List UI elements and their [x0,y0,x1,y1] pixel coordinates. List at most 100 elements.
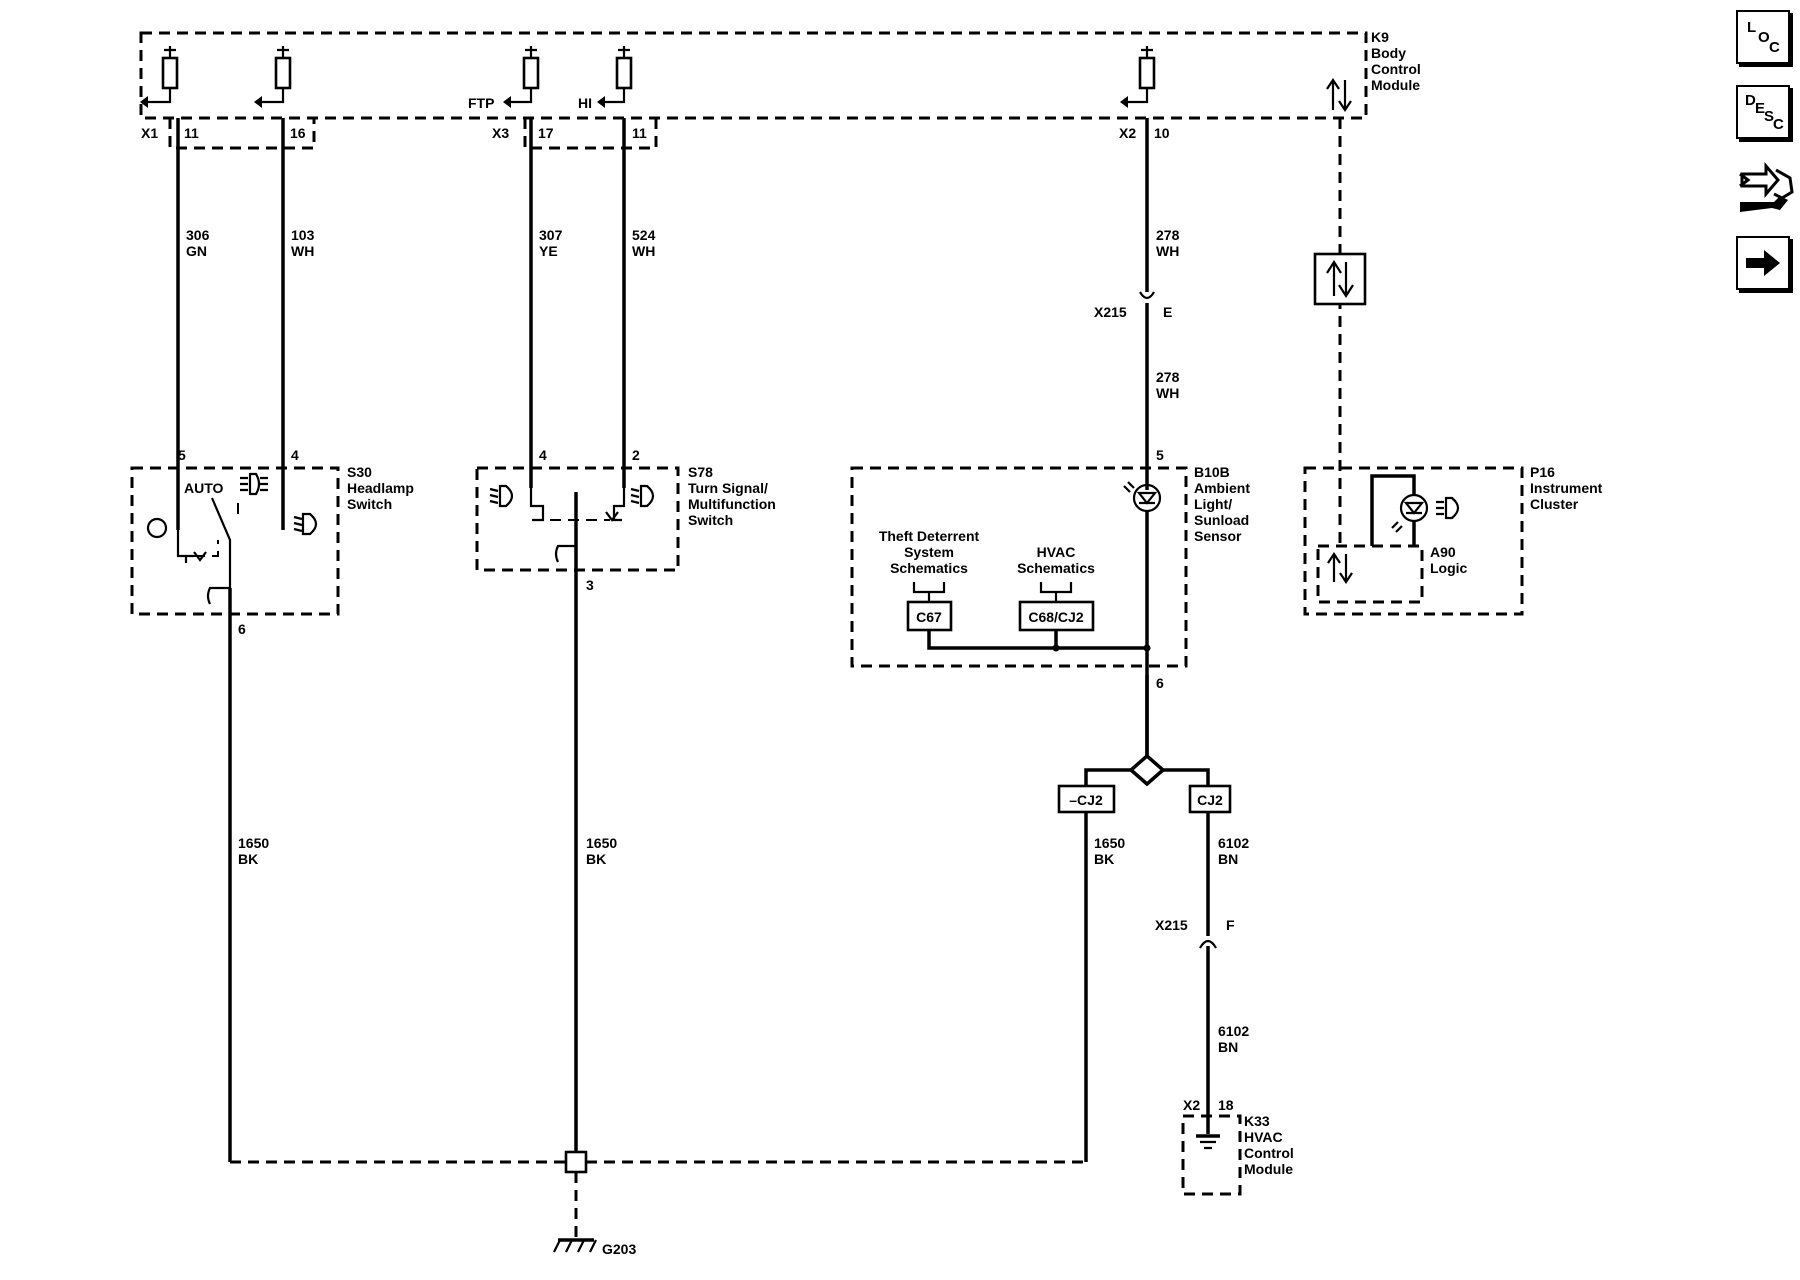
svg-text:278: 278 [1156,227,1180,243]
svg-text:Logic: Logic [1430,560,1468,576]
svg-text:4: 4 [291,447,299,463]
k9-body-control-module: K9 Body Control Module [139,29,1421,150]
svg-text:E: E [1163,304,1172,320]
svg-text:5: 5 [1156,447,1164,463]
option-cj2 [1188,784,1232,814]
svg-text:6: 6 [1156,675,1164,691]
connector-tool-button[interactable] [1736,158,1796,220]
svg-text:1650: 1650 [586,835,617,851]
k33-hvac-control-module: X2 18 K33 HVAC Control Module [1181,1097,1294,1196]
k9-output-x2-10 [1120,46,1156,108]
svg-text:X2: X2 [1183,1097,1200,1113]
s30-off-position-icon [146,517,168,539]
ref-c68-cj2 [1018,600,1095,632]
svg-text:2: 2 [632,447,640,463]
desc-icon: D E S C [1745,92,1784,133]
ground-symbol-icon [1196,1134,1220,1150]
k9-output-x3-11 [597,46,633,108]
svg-text:6: 6 [238,621,246,637]
pin-k9-x1-11: 11 [184,125,199,141]
p16-instrument-cluster: P16 Instrument Cluster A90 Logic [1303,118,1603,616]
k9-output-x1-11 [140,46,179,108]
wire-278-wh-upper: 278 WH [1145,118,1180,292]
svg-text:Light/: Light/ [1194,496,1232,512]
wire-306-gn: 306 GN [176,118,210,530]
location-view-button[interactable]: L O C [1736,10,1790,64]
pin-k9-x3-17: 17 [538,125,554,141]
pin-k9-x3-11: 11 [632,125,647,141]
svg-text:6102: 6102 [1218,1023,1249,1039]
pin-k9-x2-10: 10 [1154,125,1170,141]
svg-text:BK: BK [1094,851,1114,867]
svg-text:Headlamp: Headlamp [347,480,414,496]
svg-text:A90: A90 [1430,544,1456,560]
svg-text:BK: BK [586,851,606,867]
k9-id: K9 [1371,29,1389,45]
svg-text:Sensor: Sensor [1194,528,1242,544]
svg-text:WH: WH [1156,385,1179,401]
svg-text:WH: WH [291,243,314,259]
svg-text:BN: BN [1218,851,1238,867]
connector-x2: X2 [1119,125,1136,141]
svg-text:YE: YE [539,243,558,259]
svg-text:GN: GN [186,243,207,259]
svg-text:X215: X215 [1094,304,1127,320]
wire-307-ye: 307 YE [529,118,563,488]
flash-to-pass-lamp-icon [489,484,514,508]
svg-text:Cluster: Cluster [1530,496,1579,512]
svg-text:18: 18 [1218,1097,1234,1113]
svg-text:P16: P16 [1530,464,1555,480]
svg-text:306: 306 [186,227,210,243]
connector-x215-e: X215 E [1094,291,1172,490]
svg-text:HVAC: HVAC [1037,544,1076,560]
wire-103-wh: 103 WH [281,118,315,530]
svg-text:S30: S30 [347,464,372,480]
svg-text:System: System [904,544,954,560]
wire-524-wh: 524 WH [622,118,656,488]
s30-auto-label: AUTO [184,480,224,496]
k9-name-1: Body [1371,45,1406,61]
svg-text:BN: BN [1218,1039,1238,1055]
headlamp-icon [293,512,318,536]
svg-text:278: 278 [1156,369,1180,385]
svg-text:Module: Module [1244,1161,1293,1177]
svg-text:4: 4 [539,447,547,463]
photodiode-sensor-icon [1123,481,1162,513]
p16-serial-data-icon [1327,552,1353,584]
svg-text:Switch: Switch [688,512,733,528]
wire-1650-bk-s78: 1650 BK [574,600,617,1152]
svg-text:G203: G203 [602,1241,636,1257]
k9-output-x3-17 [503,46,540,108]
svg-text:Control: Control [1244,1145,1294,1161]
svg-text:X215: X215 [1155,917,1188,933]
svg-text:307: 307 [539,227,563,243]
svg-text:BK: BK [238,851,258,867]
svg-text:6102: 6102 [1218,835,1249,851]
connector-tool-icon [1739,161,1794,212]
k9-name-2: Control [1371,61,1421,77]
svg-text:Instrument: Instrument [1530,480,1603,496]
svg-text:CJ2: CJ2 [1197,792,1223,808]
svg-text:WH: WH [1156,243,1179,259]
svg-text:103: 103 [291,227,315,243]
indicator-lamp-icon [1391,493,1460,533]
svg-text:Switch: Switch [347,496,392,512]
svg-text:5: 5 [178,447,186,463]
svg-text:Sunload: Sunload [1194,512,1249,528]
connector-x3: X3 [492,125,509,141]
signal-hi: HI [578,95,592,111]
b10b-ambient-light-sunload-sensor: 5 6 B10B Ambient Light/ Sunload Sensor T… [850,447,1250,784]
connector-x215-f: X215 F [1155,917,1235,949]
description-view-button[interactable]: D E S C [1736,85,1790,139]
serial-data-bus-icon [1313,252,1367,306]
next-page-button[interactable] [1736,236,1790,290]
parking-lamp-icon [240,472,268,496]
svg-text:Schematics: Schematics [1017,560,1095,576]
svg-text:–CJ2: –CJ2 [1069,792,1103,808]
svg-text:1650: 1650 [1094,835,1125,851]
svg-text:HVAC: HVAC [1244,1129,1283,1145]
svg-text:B10B: B10B [1194,464,1230,480]
svg-text:Ambient: Ambient [1194,480,1250,496]
wire-1650-bk-option: 1650 BK [1084,812,1125,1162]
